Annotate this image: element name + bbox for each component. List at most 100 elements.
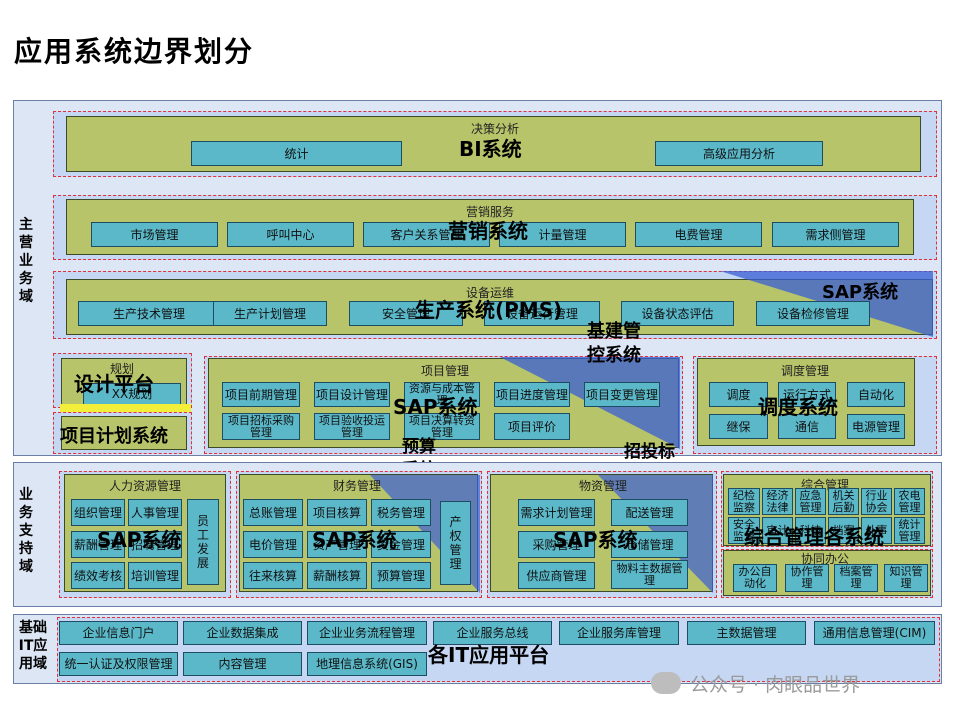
base-item: 主数据管理 [687, 621, 806, 645]
hr-item: 组织管理 [71, 499, 125, 526]
dispatch-item: 继保 [709, 414, 768, 439]
finance-item: 项目核算 [307, 499, 367, 526]
marketing-item: 需求侧管理 [772, 222, 899, 247]
hr-item: 薪酬管理 [71, 531, 125, 558]
watermark-text: 公众号 · 肉眼品世界 [690, 674, 861, 696]
general-item: 科技 [795, 517, 826, 544]
dispatch-item: 运行方式 [778, 382, 836, 407]
project-item: 项目变更管理 [584, 382, 660, 407]
marketing-caption: 营销服务 [465, 205, 514, 219]
main-business-label: 主营业务域 [19, 217, 33, 305]
base-item: 内容管理 [183, 652, 302, 676]
finance-item: 电价管理 [243, 531, 303, 558]
collab-item: 档案管理 [834, 564, 878, 592]
material-caption: 物资管理 [578, 479, 627, 493]
collab-caption: 协同办公 [800, 552, 849, 566]
marketing-item: 呼叫中心 [227, 222, 354, 247]
dispatch-item: 调度 [709, 382, 768, 407]
hr-item: 员工发展 [187, 499, 219, 585]
hr-item: 绩效考核 [71, 562, 125, 589]
hr-caption: 人力资源管理 [108, 479, 181, 493]
finance-item: 产权管理 [440, 501, 471, 585]
finance-item: 预算管理 [371, 562, 431, 589]
general-item: 应急管理 [795, 488, 826, 515]
dispatch-item: 通信 [778, 414, 836, 439]
support-label: 业务支持域 [19, 487, 33, 575]
general-item: 行业协会 [861, 488, 892, 515]
equipment-item: 设备状态评估 [621, 301, 734, 326]
hr-item: 人事管理 [128, 499, 182, 526]
dispatch-caption: 调度管理 [780, 364, 829, 378]
base-item: 企业信息门户 [59, 621, 178, 645]
finance-item: 总账管理 [243, 499, 303, 526]
planning-highlight [60, 404, 191, 412]
bi-system-label: BI系统 [459, 137, 522, 161]
material-sap-label: SAP系统 [553, 528, 638, 552]
wechat-icon [651, 672, 681, 694]
finance-item: 资产管理 [307, 531, 367, 558]
general-item: 安全监督 [728, 517, 760, 544]
project-item: 项目评价 [494, 413, 570, 440]
project-item: 项目设计管理 [314, 382, 390, 407]
base-item: 地理信息系统(GIS) [307, 652, 427, 676]
general-item: 机关后勤 [828, 488, 859, 515]
material-item: 采购管理 [518, 531, 595, 558]
project-plan-system-label: 项目计划系统 [60, 426, 168, 447]
project-item: 项目进度管理 [494, 382, 570, 407]
general-item: 统计管理 [894, 517, 925, 544]
general-item: 档案 [828, 517, 859, 544]
marketing-item: 电费管理 [635, 222, 762, 247]
equipment-item: 生产计划管理 [213, 301, 327, 326]
planning-item: XX规划 [83, 383, 181, 405]
finance-item: 资金管理 [371, 531, 431, 558]
page-title: 应用系统边界划分 [14, 35, 255, 68]
hr-sap-label: SAP系统 [97, 528, 182, 552]
equipment-item: 设备检修管理 [756, 301, 870, 326]
marketing-item: 市场管理 [91, 222, 218, 247]
dispatch-item: 电源管理 [847, 414, 905, 439]
dispatch-system-label: 调度系统 [758, 395, 838, 419]
marketing-item: 计量管理 [499, 222, 626, 247]
finance-item: 税务管理 [371, 499, 431, 526]
project-item: 项目招标采购管理 [222, 413, 300, 440]
material-item: 需求计划管理 [518, 499, 595, 526]
equipment-item: 生产技术管理 [78, 301, 220, 326]
hr-item: 招聘管理 [128, 531, 182, 558]
base-item: 企业服务总线 [433, 621, 552, 645]
general-item: 审计 [762, 517, 793, 544]
material-item: 仓储管理 [611, 531, 688, 558]
marketing-system-label: 营销系统 [448, 219, 528, 243]
base-item: 通用信息管理(CIM) [814, 621, 935, 645]
dispatch-item: 自动化 [847, 382, 905, 407]
equipment-item: 安全管理 [349, 301, 463, 326]
planning-caption: 规划 [109, 362, 134, 376]
marketing-item: 客户关系管理 [363, 222, 490, 247]
finance-item: 往来核算 [243, 562, 303, 589]
decision-caption: 决策分析 [470, 122, 519, 136]
finance-item: 薪酬核算 [307, 562, 367, 589]
hr-item: 培训管理 [128, 562, 182, 589]
equipment-sap-label: SAP系统 [822, 282, 899, 303]
design-platform-label: 设计平台 [74, 372, 154, 396]
collab-item: 知识管理 [884, 564, 928, 592]
base-item: 企业服务库管理 [559, 621, 679, 645]
general-item: 农电管理 [894, 488, 925, 515]
collab-item: 协作管理 [785, 564, 829, 592]
project-item: 资源与成本管理 [404, 382, 480, 407]
project-sap-label: SAP系统 [393, 395, 478, 419]
decision-item-stat: 统计 [191, 141, 402, 166]
material-item: 配送管理 [611, 499, 688, 526]
general-item: 外事 [861, 517, 892, 544]
pms-system-label: 生产系统(PMS) [415, 298, 563, 322]
material-item: 物料主数据管理 [611, 560, 688, 589]
equipment-caption: 设备运维 [465, 286, 514, 300]
general-system-label: 综合管理各系统 [744, 525, 884, 549]
finance-caption: 财务管理 [332, 479, 381, 493]
collab-item: 办公自动化 [733, 564, 777, 592]
project-caption: 项目管理 [420, 364, 469, 378]
general-item: 纪检监察 [728, 488, 760, 515]
capex-control-label: 基建管控系统 [587, 321, 641, 366]
base-item: 统一认证及权限管理 [59, 652, 178, 676]
finance-sap-label: SAP系统 [312, 528, 397, 552]
general-item: 经济法律 [762, 488, 793, 515]
